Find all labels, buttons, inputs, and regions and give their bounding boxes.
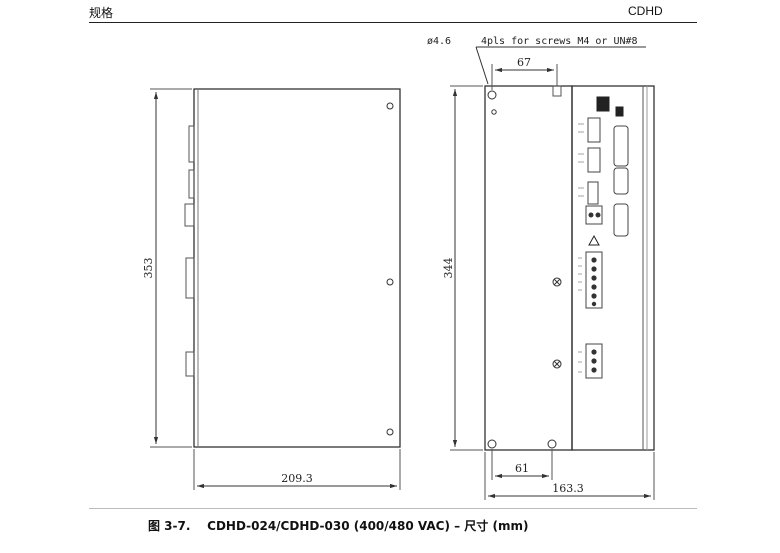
side-height-label: 353 bbox=[142, 258, 155, 279]
status-led bbox=[615, 106, 624, 117]
controller-io-connector bbox=[613, 125, 629, 167]
side-connector bbox=[184, 203, 195, 227]
feedback-connector bbox=[613, 203, 629, 237]
figure-number: 图 3-7. bbox=[148, 519, 191, 533]
front-mount-label: 61 bbox=[515, 462, 529, 475]
ground-screw-icon bbox=[552, 359, 562, 369]
top-tab bbox=[552, 85, 562, 97]
section-title: 规格 bbox=[89, 6, 114, 20]
stop-connector bbox=[585, 205, 603, 225]
front-panel bbox=[571, 85, 655, 451]
connector-c3 bbox=[587, 181, 599, 205]
side-connector bbox=[185, 257, 195, 299]
front-view bbox=[450, 46, 655, 500]
screw-icon bbox=[386, 102, 394, 110]
front-height-label: 344 bbox=[442, 258, 455, 279]
ground-screw-icon bbox=[552, 277, 562, 287]
product-name: CDHD bbox=[628, 4, 663, 18]
screw-icon bbox=[386, 278, 394, 286]
connector-c5 bbox=[587, 147, 601, 173]
screw-icon bbox=[491, 109, 497, 115]
screw-icon bbox=[386, 428, 394, 436]
power-connector bbox=[585, 251, 603, 309]
front-top-label: 67 bbox=[517, 56, 531, 69]
machine-io-connector bbox=[613, 167, 629, 195]
side-body bbox=[193, 88, 401, 448]
hole-note-label: 4pls for screws M4 or UN#8 bbox=[481, 36, 638, 47]
status-display bbox=[596, 96, 610, 112]
figure-title: CDHD-024/CDHD-030 (400/480 VAC) – 尺寸 (mm… bbox=[207, 519, 529, 533]
side-connector bbox=[185, 351, 195, 377]
footer-rule bbox=[89, 508, 697, 509]
hole-leader bbox=[475, 46, 489, 85]
side-width-label: 209.3 bbox=[281, 472, 313, 485]
figure-caption: 图 3-7. CDHD-024/CDHD-030 (400/480 VAC) –… bbox=[148, 517, 528, 534]
connector-c6 bbox=[587, 117, 601, 143]
warning-icon bbox=[588, 234, 600, 246]
side-connector bbox=[188, 125, 195, 163]
side-view bbox=[150, 88, 401, 490]
front-width-label: 163.3 bbox=[552, 482, 584, 495]
motor-connector bbox=[585, 343, 603, 379]
mounting-hole-icon bbox=[547, 439, 557, 449]
mounting-hole-icon bbox=[487, 90, 497, 100]
side-connector bbox=[188, 169, 195, 199]
mounting-hole-icon bbox=[487, 439, 497, 449]
header-rule bbox=[89, 22, 697, 23]
hole-diameter-label: ø4.6 bbox=[427, 36, 451, 47]
mounting-plate bbox=[484, 85, 573, 451]
